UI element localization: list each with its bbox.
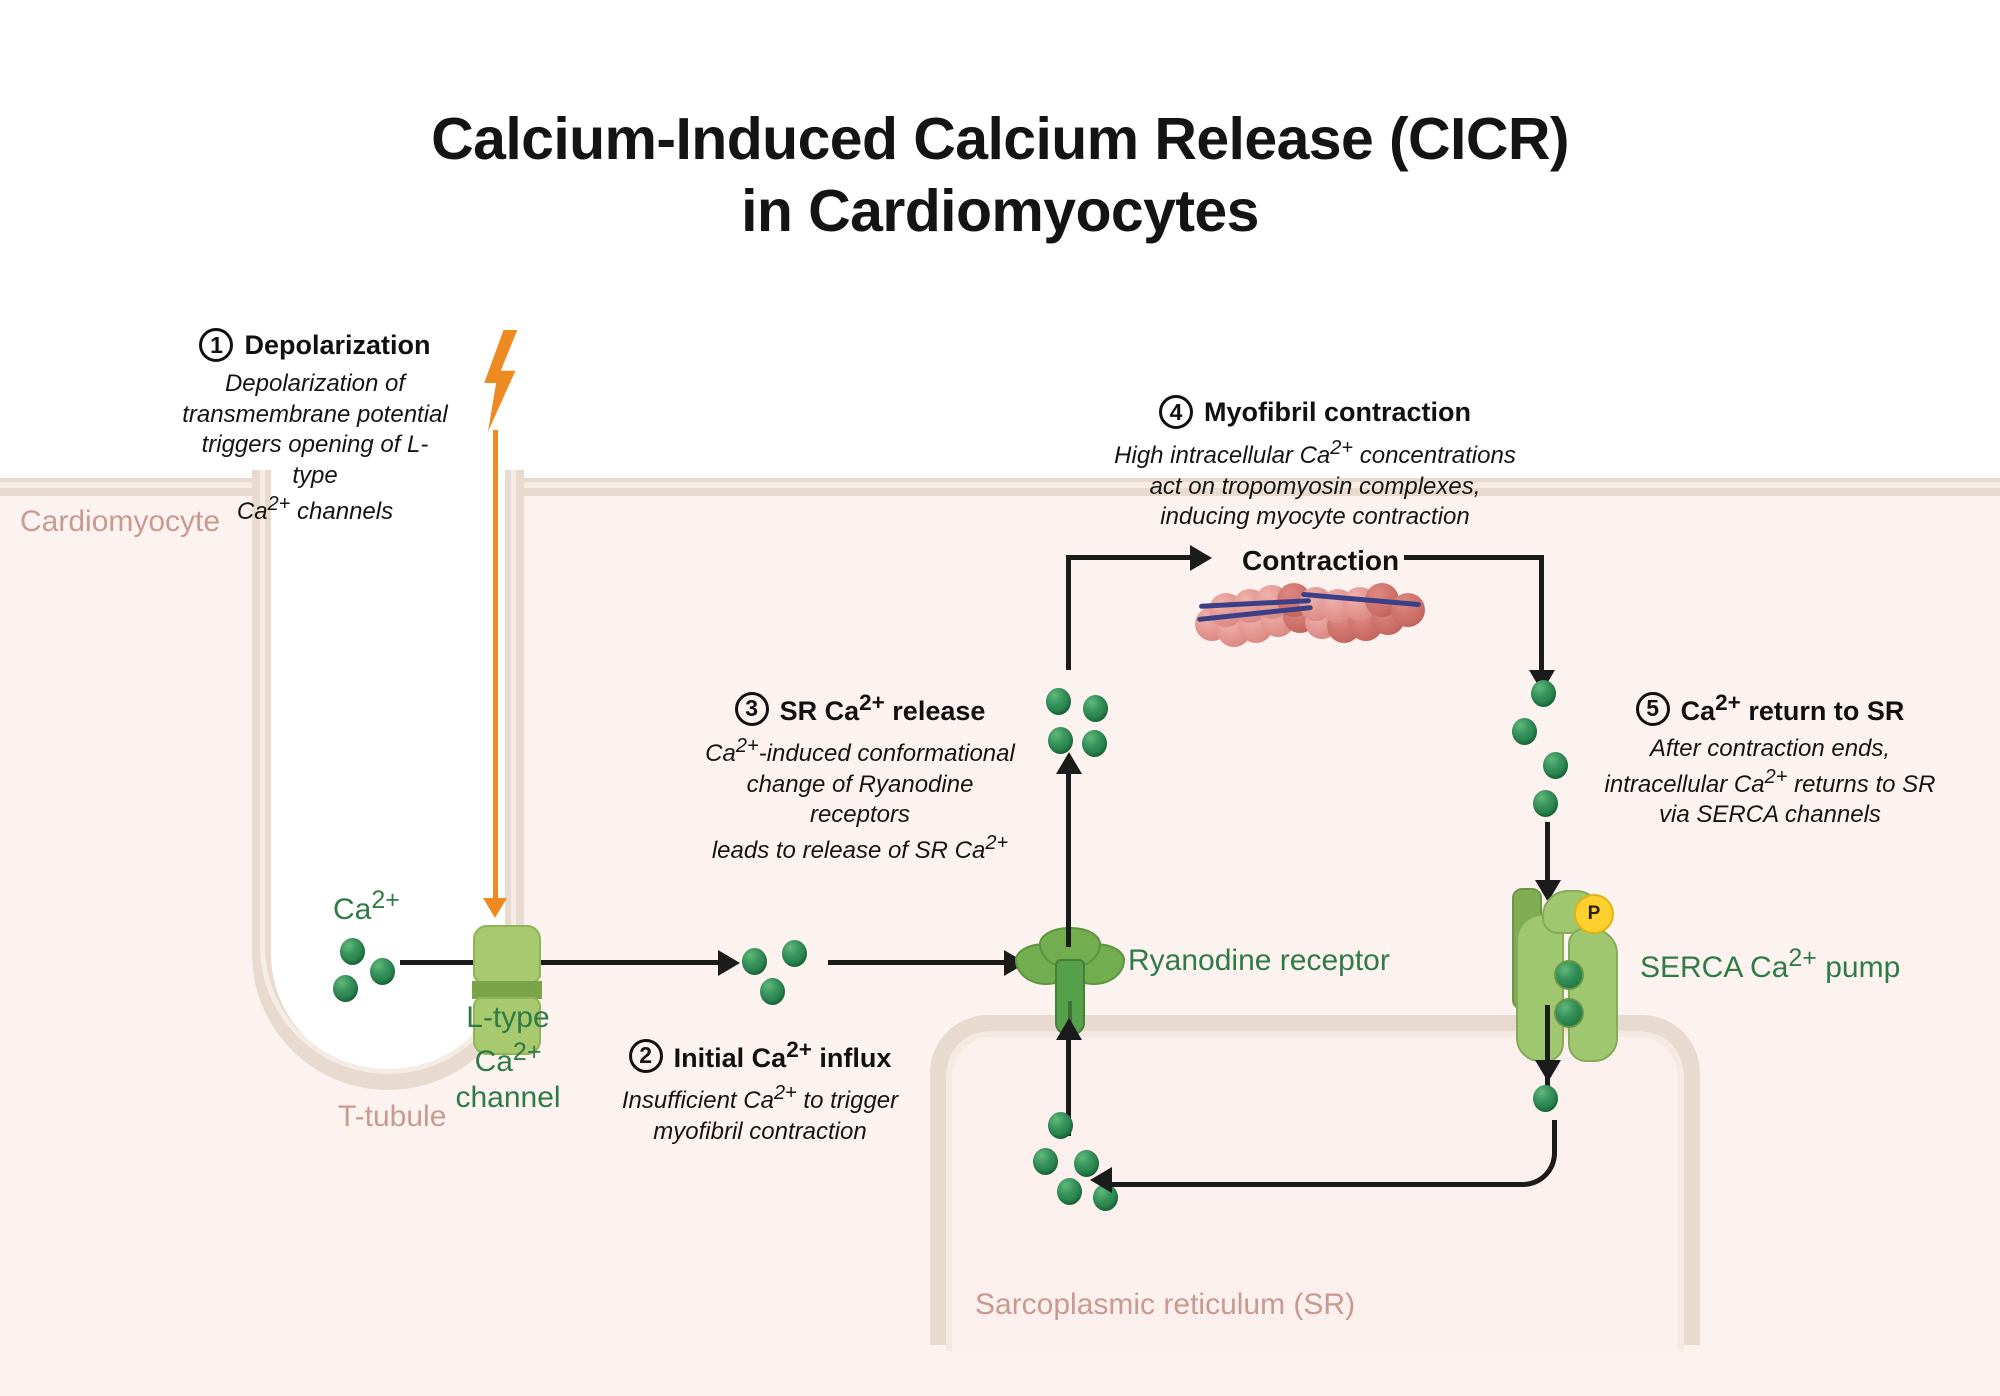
step-3-title: SR Ca2+ release [779,690,986,726]
step-2-initial-influx: 2 Initial Ca2+ influx Insufficient Ca2+ … [620,1037,900,1147]
calcium-ion [1083,695,1108,722]
label-l-type-channel: L-type Ca2+ channel [455,1001,561,1115]
lumen-return-arrow-head [1090,1167,1112,1193]
calcium-ion-in-pump [1554,960,1584,990]
calcium-ion [1531,680,1556,707]
step-5-number: 5 [1635,691,1670,726]
page-title: Calcium-Induced Calcium Release (CICR) i… [0,104,2000,248]
step-4-title: Myofibril contraction [1203,396,1471,427]
calcium-ion [760,978,785,1005]
label-calcium-ion: Ca2+ [333,886,400,926]
calcium-ion [1057,1178,1082,1205]
contraction-top-right-segment [1404,555,1544,560]
calcium-ion [1533,790,1558,817]
calcium-ion-in-pump [1554,998,1584,1028]
to-serca-arrow-shaft [1545,822,1550,888]
influx-arrow-shaft [400,960,720,965]
calcium-ion [1082,730,1107,757]
serca-exit-shaft [1545,1005,1550,1093]
calcium-ion [782,940,807,967]
label-sarcoplasmic-reticulum: Sarcoplasmic reticulum (SR) [975,1288,1356,1321]
depolarization-arrow-head [483,898,507,918]
step-4-myofibril-contraction: 4 Myofibril contraction High intracellul… [1095,395,1535,533]
calcium-ion [1048,727,1073,754]
contraction-top-left-segment [1066,555,1194,560]
title-line-2: in Cardiomyocytes [741,177,1259,244]
serca-calcium-pump: P [1512,888,1624,1066]
step-5-heading: 5 Ca2+ return to SR [1600,690,1940,727]
depolarization-arrow-shaft [493,430,498,900]
influx-arrow-head [718,950,740,976]
calcium-ion [1033,1148,1058,1175]
step-1-heading: 1 Depolarization [180,328,450,362]
step-2-title: Initial Ca2+ influx [673,1037,892,1073]
sr-release-arrow-shaft [1066,772,1071,947]
contraction-right-descender [1539,555,1544,673]
step-5-ca-return: 5 Ca2+ return to SR After contraction en… [1600,690,1940,831]
step-2-heading: 2 Initial Ca2+ influx [620,1037,900,1074]
t-tubule-invagination [252,470,524,1090]
calcium-ion [370,958,395,985]
l-type-calcium-channel [472,925,542,1055]
label-ryanodine-receptor: Ryanodine receptor [1128,944,1390,977]
title-line-1: Calcium-Induced Calcium Release (CICR) [431,106,1569,172]
calcium-ion [742,948,767,975]
diagram-canvas: Calcium-Induced Calcium Release (CICR) i… [0,104,2000,1396]
to-ryr-arrow-shaft [828,960,1006,965]
sr-release-arrow-head [1056,752,1082,774]
label-contraction: Contraction [1242,545,1400,576]
lumen-to-ryr-shaft [1066,1038,1071,1136]
lumen-return-arrow-path [1110,1120,1557,1187]
calcium-ion [1048,1112,1073,1139]
calcium-ion [1533,1085,1558,1112]
lumen-to-ryr-head [1056,1018,1082,1040]
serca-exit-head [1535,1060,1561,1082]
step-5-title: Ca2+ return to SR [1680,690,1905,726]
label-cardiomyocyte: Cardiomyocyte [20,505,221,538]
myofibril-actin-filament [1195,583,1425,647]
phosphate-group-icon: P [1574,894,1614,934]
step-2-number: 2 [628,1038,663,1073]
calcium-ion [340,938,365,965]
step-1-title: Depolarization [244,329,431,360]
label-t-tubule: T-tubule [338,1100,447,1133]
step-4-heading: 4 Myofibril contraction [1095,395,1535,429]
calcium-ion [333,975,358,1002]
lightning-bolt-icon [484,330,518,432]
step-1-number: 1 [199,328,234,362]
contraction-left-riser [1066,555,1071,670]
step-3-heading: 3 SR Ca2+ release [700,690,1020,727]
step-3-number: 3 [734,691,769,726]
calcium-ion [1512,718,1537,745]
step-3-sr-release: 3 SR Ca2+ release Ca2+-induced conformat… [700,690,1020,867]
step-4-number: 4 [1158,395,1193,429]
step-5-body: After contraction ends,intracellular Ca2… [1604,735,1936,829]
label-serca-pump: SERCA Ca2+ pump [1640,944,1901,984]
calcium-ion [1543,752,1568,779]
calcium-ion [1046,688,1071,715]
contraction-arrow-head [1190,545,1212,571]
